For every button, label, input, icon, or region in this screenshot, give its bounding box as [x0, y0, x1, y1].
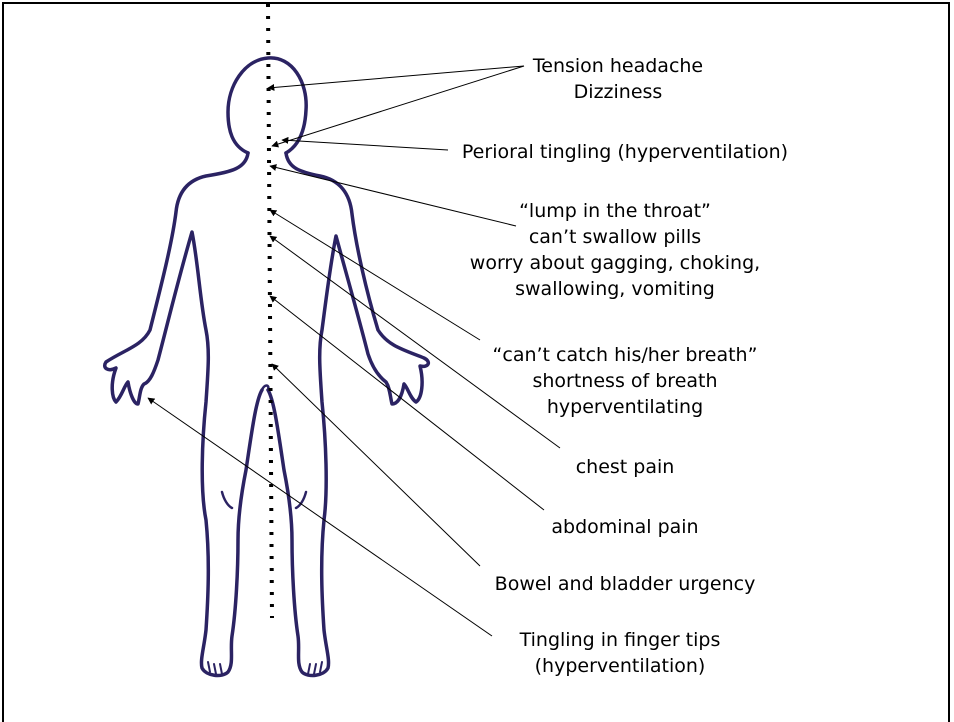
human-figure-outline — [105, 58, 429, 676]
left-body-outline — [105, 153, 262, 675]
label-worry-gagging: worry about gagging, choking, — [440, 250, 790, 276]
leader-headache — [268, 66, 524, 88]
label-perioral: Perioral tingling (hyperventilation) — [440, 139, 810, 165]
label-dizziness: Dizziness — [518, 79, 718, 105]
label-bowel: Bowel and bladder urgency — [470, 571, 780, 597]
label-hyperventilation: (hyperventilation) — [470, 653, 770, 679]
label-tension-headache: Tension headache — [518, 53, 718, 79]
label-tingling-fingers: Tingling in finger tips — [470, 627, 770, 653]
label-shortness-of-breath: shortness of breath — [465, 368, 785, 394]
label-cant-swallow: can’t swallow pills — [440, 224, 790, 250]
leader-fingers — [148, 398, 492, 636]
label-throat: “lump in the throat” can’t swallow pills… — [440, 198, 790, 302]
label-breath: “can’t catch his/her breath” shortness o… — [465, 342, 785, 420]
label-catch-breath: “can’t catch his/her breath” — [465, 342, 785, 368]
leader-bowel — [272, 364, 480, 566]
label-head: Tension headache Dizziness — [518, 53, 718, 105]
label-hyperventilating: hyperventilating — [465, 394, 785, 420]
label-abdominal-pain: abdominal pain — [530, 514, 720, 540]
label-lump-in-throat: “lump in the throat” — [440, 198, 790, 224]
label-swallowing-vomiting: swallowing, vomiting — [440, 276, 790, 302]
label-bowel-bladder: Bowel and bladder urgency — [470, 571, 780, 597]
label-chest: chest pain — [545, 454, 705, 480]
label-fingers: Tingling in finger tips (hyperventilatio… — [470, 627, 770, 679]
right-body-outline — [268, 153, 428, 675]
label-perioral-text: Perioral tingling (hyperventilation) — [440, 139, 810, 165]
label-chest-pain: chest pain — [545, 454, 705, 480]
leader-dizziness — [272, 66, 524, 146]
label-abdomen: abdominal pain — [530, 514, 720, 540]
dotted-midline — [268, 4, 272, 618]
leader-perioral — [282, 140, 448, 150]
